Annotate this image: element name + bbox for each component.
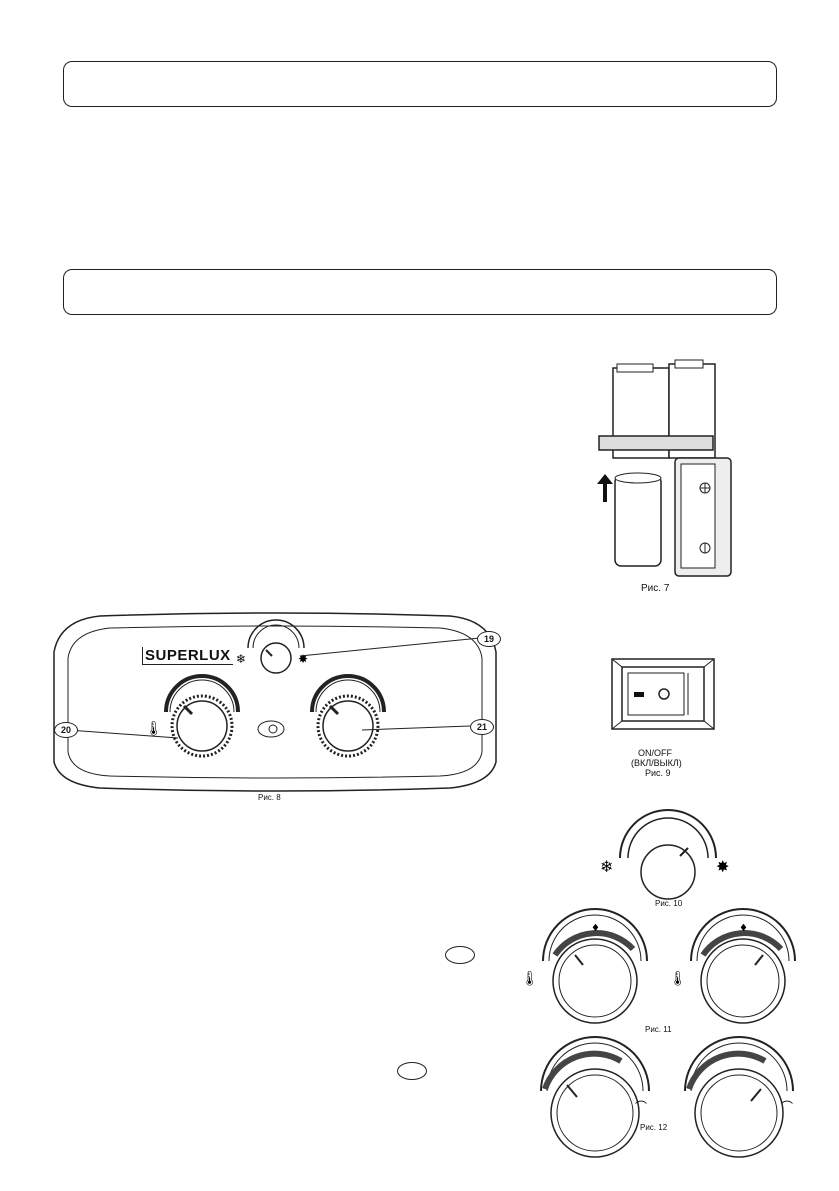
figure-9-caption: Рис. 9 — [645, 768, 671, 778]
svg-text:🌡: 🌡 — [669, 971, 687, 987]
figure-7: Рис. 7 — [563, 350, 741, 608]
figure-11-caption: Рис. 11 — [645, 1025, 672, 1034]
callout-19: 19 — [477, 631, 501, 647]
svg-text:♦: ♦ — [591, 923, 600, 934]
svg-text:✸: ✸ — [716, 857, 729, 876]
svg-text:⌒: ⌒ — [781, 1100, 793, 1114]
figure-10: ❄ ✸ Рис. 10 — [598, 809, 738, 910]
on-off-switch-illustration — [611, 658, 715, 730]
temperature-knob-right: ♦ 🌡 — [669, 908, 796, 1024]
callout-21: 21 — [470, 719, 494, 735]
figure-12: ⌒ ⌒ Рис. 12 — [515, 1036, 820, 1191]
svg-text:❄: ❄ — [600, 857, 613, 876]
thermostat-knob-illustration: ❄ ✸ — [600, 809, 729, 900]
svg-text:✸: ✸ — [298, 652, 308, 666]
svg-text:🌡: 🌡 — [521, 971, 539, 987]
section-header-box-2 — [63, 269, 777, 315]
figure-9: ON/OFF (ВКЛ/ВЫКЛ) Рис. 9 — [600, 655, 740, 795]
control-panel-illustration: ❄ ✸ 🌡 — [53, 612, 497, 792]
figure-7-caption: Рис. 7 — [641, 583, 670, 594]
section-header-box-1 — [63, 61, 777, 107]
temperature-knob-left: ♦ 🌡 — [521, 908, 648, 1024]
flow-knob-right: ⌒ — [684, 1036, 794, 1158]
svg-text:⌒: ⌒ — [635, 1100, 647, 1114]
flow-knob-left: ⌒ — [540, 1036, 650, 1158]
inline-marker-oval-1 — [445, 946, 475, 964]
svg-text:♦: ♦ — [739, 923, 748, 934]
svg-text:❄: ❄ — [236, 652, 246, 666]
figure-12-caption: Рис. 12 — [640, 1123, 668, 1132]
figure-8-caption: Рис. 8 — [258, 793, 281, 802]
flow-knobs-illustration: ⌒ ⌒ — [540, 1036, 794, 1158]
callout-20: 20 — [54, 722, 78, 738]
figure-11: ♦ 🌡 ♦ 🌡 Рис. 11 — [515, 908, 820, 1035]
svg-text:🌡: 🌡 — [145, 721, 163, 737]
temperature-knobs-illustration: ♦ 🌡 ♦ 🌡 — [521, 908, 796, 1024]
figure-10-caption: Рис. 10 — [655, 899, 683, 908]
figure-8: ❄ ✸ 🌡 SUPERLUX 19 20 21 Рис. 8 — [50, 612, 501, 812]
switch-label-vkl-vykl: (ВКЛ/ВЫКЛ) — [631, 758, 682, 768]
inline-marker-oval-2 — [397, 1062, 427, 1080]
switch-label-on-off: ON/OFF — [638, 748, 672, 758]
gas-cylinder-holder-illustration — [597, 359, 732, 577]
superlux-logo: SUPERLUX — [142, 647, 233, 665]
